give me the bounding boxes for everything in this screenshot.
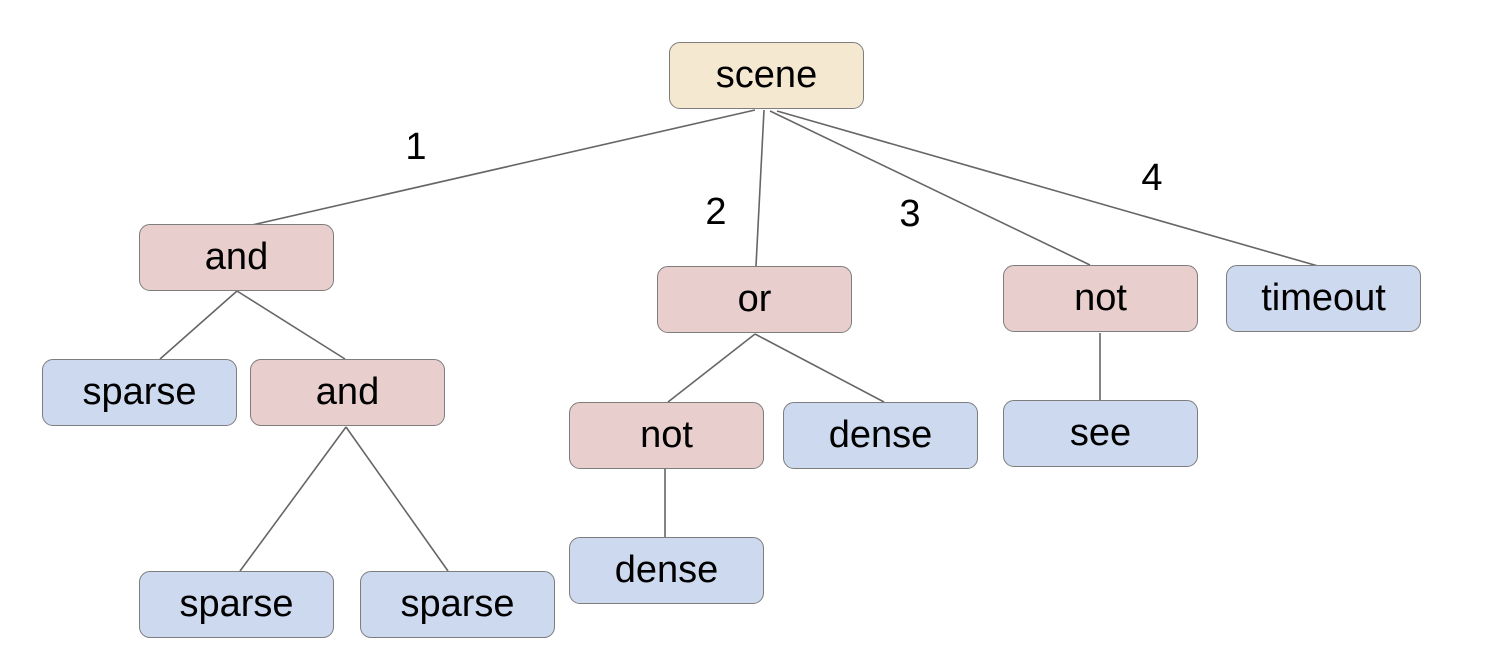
node-sparse-3: sparse <box>360 571 555 638</box>
branch-label-2: 2 <box>705 191 727 233</box>
node-sparse-1: sparse <box>42 359 237 426</box>
node-not-2: not <box>569 402 764 469</box>
branch-label-4: 4 <box>1141 157 1163 199</box>
edge-or-dense <box>754 333 885 403</box>
node-not-1: not <box>1003 265 1198 332</box>
node-dense-1: dense <box>783 402 978 469</box>
node-scene: scene <box>669 42 864 109</box>
edge-scene-timeout <box>776 110 1319 267</box>
edge-and-and <box>236 290 346 360</box>
edge-scene-and <box>251 109 756 226</box>
edge-and2-sparse-left <box>239 426 347 572</box>
edge-and2-sparse-right <box>345 426 449 572</box>
node-and-1: and <box>139 224 334 291</box>
node-dense-2: dense <box>569 537 764 604</box>
node-sparse-2: sparse <box>139 571 334 638</box>
edge-scene-or <box>755 109 765 267</box>
node-see: see <box>1003 400 1198 467</box>
branch-label-1: 1 <box>405 126 427 168</box>
branch-label-3: 3 <box>899 193 921 235</box>
edge-and-sparse <box>159 290 238 360</box>
node-timeout: timeout <box>1226 265 1421 332</box>
edge-scene-not <box>769 110 1091 266</box>
edge-or-not <box>667 333 756 403</box>
node-and-2: and <box>250 359 445 426</box>
node-or-1: or <box>657 266 852 333</box>
